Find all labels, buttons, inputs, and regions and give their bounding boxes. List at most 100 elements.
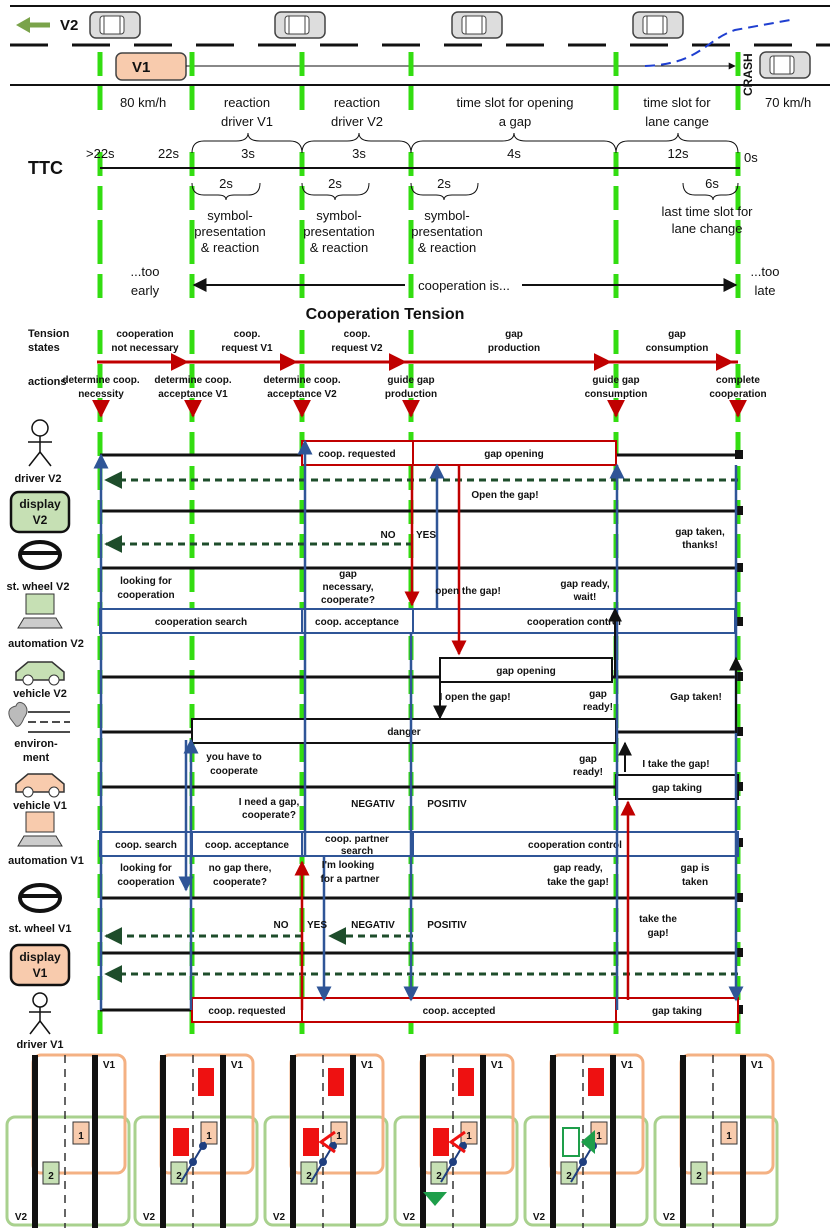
svg-text:coop. partner: coop. partner bbox=[325, 834, 389, 845]
svg-text:coop. accepted: coop. accepted bbox=[423, 1006, 496, 1017]
svg-text:cooperation is...: cooperation is... bbox=[418, 278, 510, 293]
svg-text:gap!: gap! bbox=[647, 928, 668, 939]
svg-text:4s: 4s bbox=[507, 146, 521, 161]
request-indicator bbox=[458, 1068, 474, 1096]
car-number: 2 bbox=[696, 1171, 702, 1182]
car-v1: V1 bbox=[115, 52, 187, 81]
svg-text:coop. acceptance: coop. acceptance bbox=[205, 840, 289, 851]
svg-text:driver V1: driver V1 bbox=[16, 1039, 63, 1051]
action-label: determine coop. bbox=[154, 375, 231, 386]
svg-text:gap taking: gap taking bbox=[652, 1006, 702, 1017]
person-icon bbox=[28, 419, 52, 467]
svg-text:taken: taken bbox=[682, 877, 708, 888]
svg-text:take the: take the bbox=[639, 914, 677, 925]
svg-text:presentation: presentation bbox=[303, 224, 375, 239]
car-v1-icon bbox=[720, 1121, 738, 1145]
tension-state-label: production bbox=[488, 343, 540, 354]
action-label: production bbox=[385, 389, 437, 400]
svg-text:cooperate?: cooperate? bbox=[213, 877, 267, 888]
svg-text:V2: V2 bbox=[33, 513, 48, 527]
svg-text:I'm looking: I'm looking bbox=[322, 860, 374, 871]
svg-text:wait!: wait! bbox=[573, 592, 597, 603]
action-label: cooperation bbox=[709, 389, 766, 400]
car-number: 1 bbox=[78, 1131, 84, 1142]
tension-state-label: cooperation bbox=[116, 329, 173, 340]
car-side-icon bbox=[15, 773, 65, 798]
car-side-icon bbox=[15, 661, 65, 686]
svg-text:Tension: Tension bbox=[28, 328, 70, 340]
svg-text:open the gap!: open the gap! bbox=[435, 586, 501, 597]
car-v1-icon bbox=[460, 1121, 478, 1145]
svg-text:cooperation search: cooperation search bbox=[155, 617, 247, 628]
timelines bbox=[97, 52, 741, 1044]
svg-text:vehicle V2: vehicle V2 bbox=[13, 688, 67, 700]
svg-text:automation V1: automation V1 bbox=[8, 855, 84, 867]
request-indicator bbox=[562, 1127, 580, 1157]
svg-text:2s: 2s bbox=[219, 176, 233, 191]
request-indicator bbox=[303, 1128, 319, 1156]
svg-text:gap opening: gap opening bbox=[484, 449, 543, 460]
request-indicator bbox=[328, 1068, 344, 1096]
svg-text:automation V2: automation V2 bbox=[8, 638, 84, 650]
svg-text:danger: danger bbox=[387, 727, 420, 738]
svg-text:NEGATIV: NEGATIV bbox=[351, 920, 395, 931]
panel-label-v1: V1 bbox=[361, 1060, 374, 1071]
svg-text:presentation: presentation bbox=[194, 224, 266, 239]
ttc-section: TTC >22s 22s 0s 3s 3s 4s 12s 2s 2s 2s 6s… bbox=[28, 132, 758, 255]
tension-state-label: gap bbox=[505, 329, 523, 340]
action-label: determine coop. bbox=[263, 375, 340, 386]
svg-text:coop. acceptance: coop. acceptance bbox=[315, 617, 399, 628]
v2-zone bbox=[393, 1115, 519, 1227]
svg-text:NO: NO bbox=[381, 530, 396, 541]
svg-text:cooperation: cooperation bbox=[117, 590, 174, 601]
svg-text:driver V1: driver V1 bbox=[221, 114, 273, 129]
svg-text:Gap taken!: Gap taken! bbox=[670, 692, 722, 703]
car-number: 2 bbox=[436, 1171, 442, 1182]
svg-text:gap opening: gap opening bbox=[496, 666, 555, 677]
tension-state-label: not necessary bbox=[111, 343, 179, 354]
request-indicator bbox=[588, 1068, 604, 1096]
svg-text:3s: 3s bbox=[352, 146, 366, 161]
svg-text:12s: 12s bbox=[668, 146, 689, 161]
svg-text:time slot for opening: time slot for opening bbox=[456, 95, 573, 110]
action-label: necessity bbox=[78, 389, 124, 400]
arrow-left-icon bbox=[16, 17, 50, 33]
svg-text:ment: ment bbox=[23, 752, 50, 764]
svg-text:gap ready,: gap ready, bbox=[560, 579, 609, 590]
cooperation-window: ...too early ...too late cooperation is.… bbox=[131, 264, 780, 298]
sequence-lanes: coop. requested gap opening cooperation … bbox=[93, 439, 744, 1023]
panel-label-v1: V1 bbox=[231, 1060, 244, 1071]
tension-section: Cooperation Tension Tension states actio… bbox=[28, 306, 767, 418]
svg-text:presentation: presentation bbox=[411, 224, 483, 239]
action-label: acceptance V2 bbox=[267, 389, 337, 400]
v1-zone bbox=[31, 1053, 127, 1175]
svg-text:coop. search: coop. search bbox=[115, 840, 177, 851]
car-number: 1 bbox=[596, 1131, 602, 1142]
svg-text:2s: 2s bbox=[437, 176, 451, 191]
svg-text:gap: gap bbox=[579, 754, 597, 765]
speed-v1: 80 km/h bbox=[120, 95, 166, 110]
svg-text:environ-: environ- bbox=[14, 738, 58, 750]
svg-text:time slot for: time slot for bbox=[643, 95, 711, 110]
svg-text:actions: actions bbox=[28, 376, 67, 388]
svg-text:symbol-: symbol- bbox=[316, 208, 362, 223]
environment-icon bbox=[8, 701, 70, 733]
svg-text:YES: YES bbox=[307, 920, 327, 931]
car-number: 1 bbox=[206, 1131, 212, 1142]
svg-text:V1: V1 bbox=[132, 59, 150, 76]
svg-text:cooperation control: cooperation control bbox=[528, 840, 622, 851]
svg-text:POSITIV: POSITIV bbox=[427, 799, 467, 810]
svg-text:I need a gap,: I need a gap, bbox=[239, 797, 300, 808]
svg-text:coop. requested: coop. requested bbox=[318, 449, 395, 460]
action-label: consumption bbox=[585, 389, 648, 400]
tension-state-label: consumption bbox=[646, 343, 709, 354]
car-v1-icon bbox=[330, 1121, 348, 1145]
svg-text:last time slot for: last time slot for bbox=[661, 204, 753, 219]
svg-text:cooperation control: cooperation control bbox=[527, 617, 621, 628]
svg-text:cooperate?: cooperate? bbox=[321, 595, 375, 606]
